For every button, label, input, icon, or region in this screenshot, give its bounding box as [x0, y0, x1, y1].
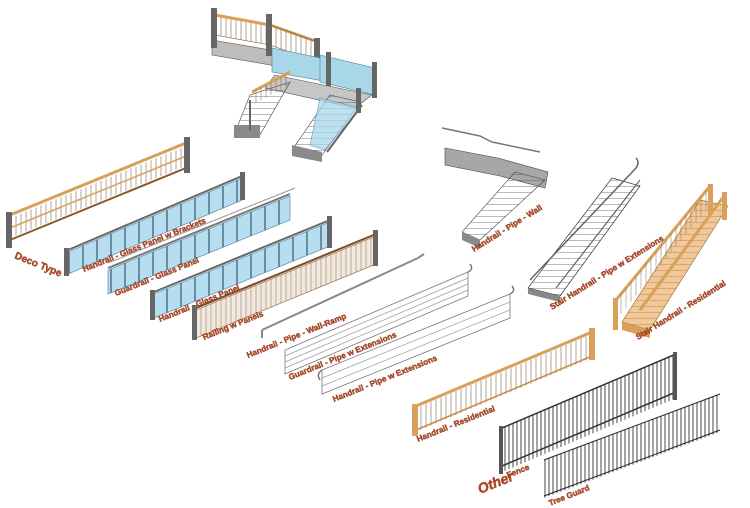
railing-handrail-glass — [150, 216, 332, 320]
stair-residential — [613, 184, 729, 338]
railing-guardrail-pipe-ext — [284, 263, 473, 375]
railing-handrail-residential — [412, 328, 595, 436]
label-guardrail-pipe-ext: Guardrail - Pipe w Extensions — [287, 330, 398, 382]
fence — [499, 352, 677, 474]
label-deco-type: Deco Type — [13, 251, 64, 280]
label-other: Other — [475, 467, 517, 496]
railing-with-panels — [192, 230, 378, 340]
railing-handrail-pipe-ext — [317, 285, 515, 395]
railing-glass-panel-brackets — [64, 172, 245, 276]
stair-pipe-wall — [441, 127, 549, 248]
stair-pipe-extensions — [527, 157, 641, 302]
tree-guard — [543, 393, 721, 498]
railing-pipe-wall-ramp — [261, 253, 425, 338]
top-stair-assembly — [211, 8, 377, 162]
railing-guardrail-glass — [107, 187, 296, 295]
label-handrail-pipe-ext: Handrail - Pipe w Extensions — [331, 353, 439, 403]
railing-deco-type — [6, 137, 190, 248]
